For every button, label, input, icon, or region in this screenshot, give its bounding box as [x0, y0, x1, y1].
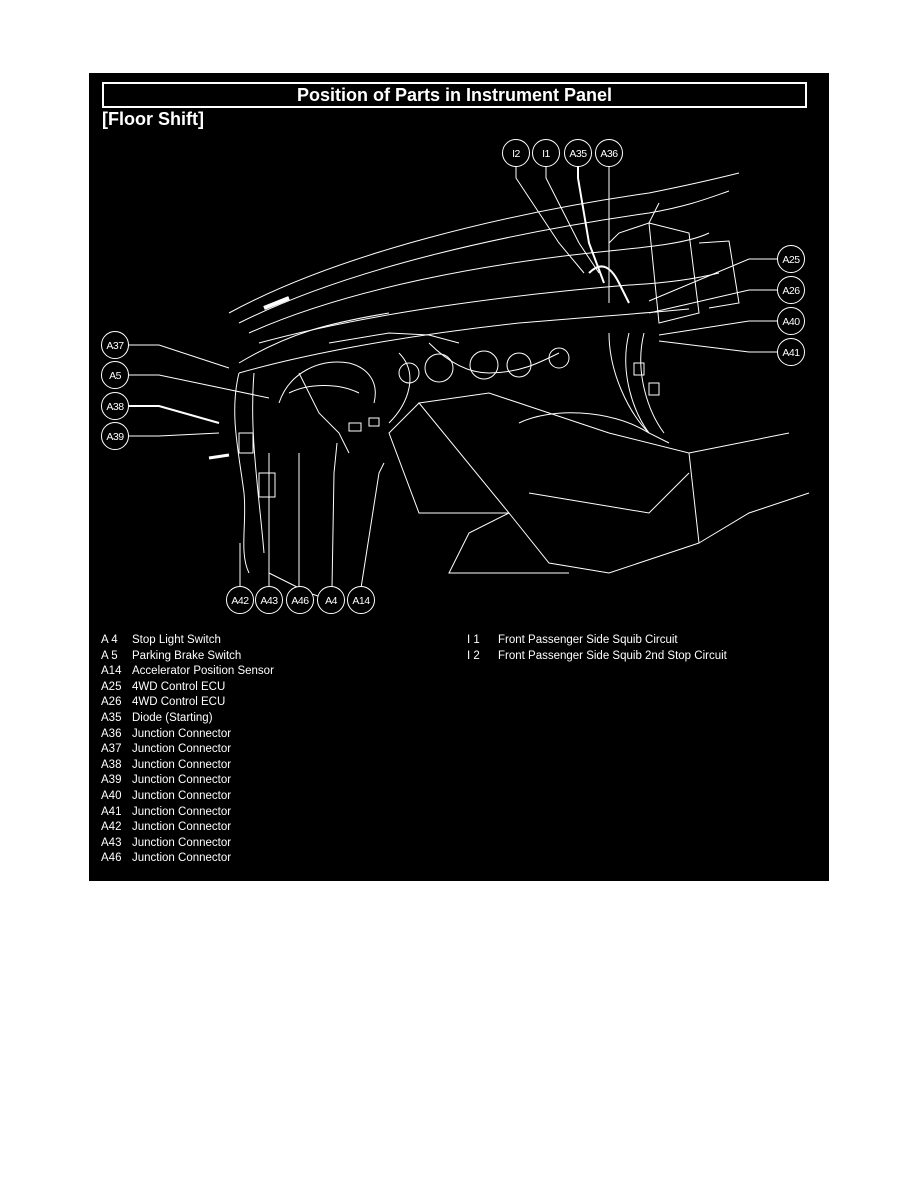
page-subtitle: [Floor Shift]	[102, 109, 204, 129]
callout-a46: A46	[286, 586, 314, 614]
callout-a4: A4	[317, 586, 345, 614]
callout-a38: A38	[101, 392, 129, 420]
callout-a37: A37	[101, 331, 129, 359]
callout-a26: A26	[777, 276, 805, 304]
callout-a25: A25	[777, 245, 805, 273]
callout-i1: I1	[532, 139, 560, 167]
callout-i2: I2	[502, 139, 530, 167]
callout-a14: A14	[347, 586, 375, 614]
callout-a43: A43	[255, 586, 283, 614]
callout-a36: A36	[595, 139, 623, 167]
callout-a40: A40	[777, 307, 805, 335]
diagram-panel: Position of Parts in Instrument Panel [F…	[89, 73, 829, 881]
callout-a5: A5	[101, 361, 129, 389]
callout-a35: A35	[564, 139, 592, 167]
callout-a42: A42	[226, 586, 254, 614]
page-title: Position of Parts in Instrument Panel	[102, 82, 807, 108]
callout-a41: A41	[777, 338, 805, 366]
callout-a39: A39	[101, 422, 129, 450]
instrument-panel-line-drawing	[129, 166, 810, 604]
